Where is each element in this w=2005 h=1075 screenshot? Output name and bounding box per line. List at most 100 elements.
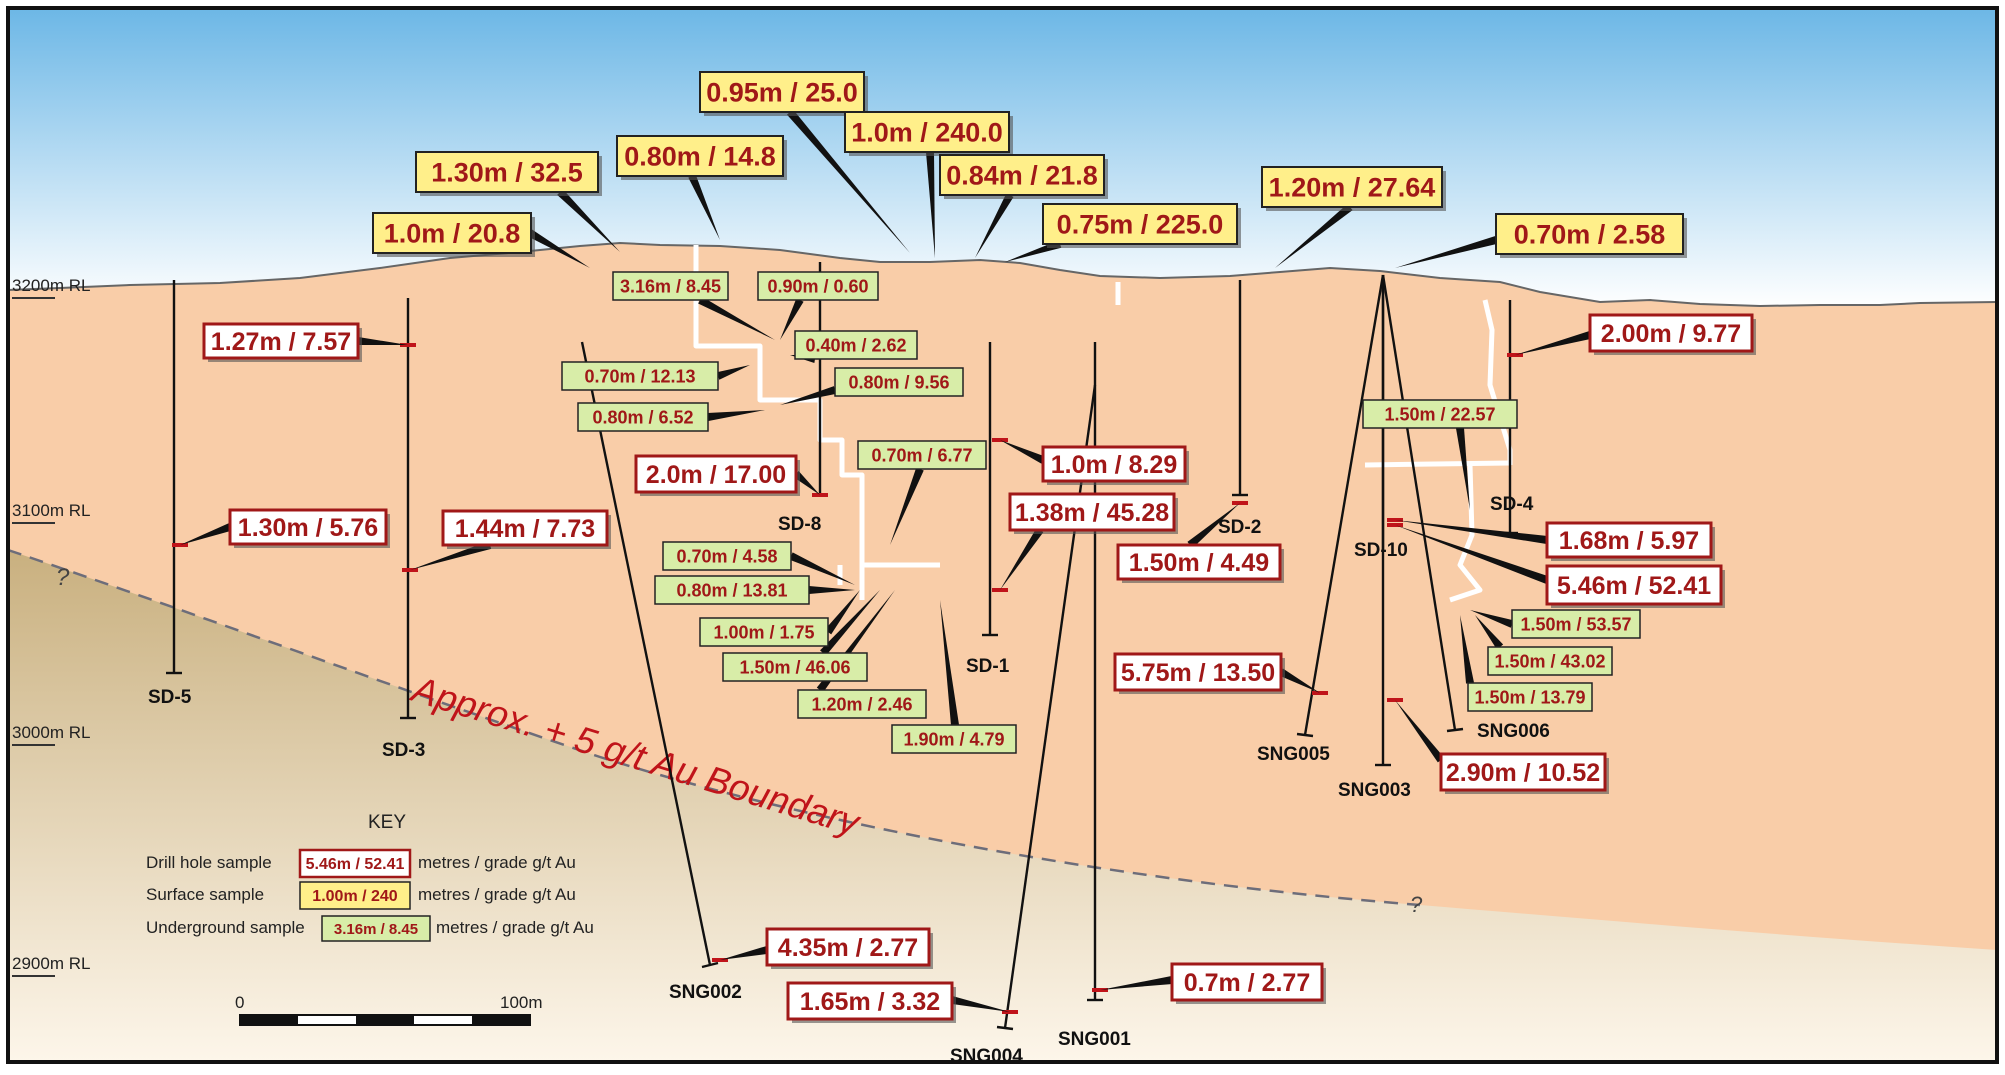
leader-line	[780, 386, 837, 405]
hole-label: SD-3	[382, 740, 425, 761]
callout-box	[372, 212, 532, 254]
leader-line	[789, 552, 855, 585]
callout-box	[634, 454, 798, 494]
callout-value: 1.44m / 7.73	[455, 515, 595, 543]
rl-label-3100: 3100m RL	[12, 501, 90, 520]
underground-sample-callout: 0.70m / 6.77	[857, 440, 987, 470]
leader-line	[698, 296, 775, 340]
callout-box	[794, 330, 918, 360]
leader-line	[180, 523, 232, 545]
key-underground-sample: 3.16m / 8.45	[334, 921, 418, 938]
leader-lines	[180, 109, 1592, 1012]
hole-label: SD-4	[1490, 494, 1534, 515]
callout-box	[699, 71, 865, 113]
callout-box	[1116, 543, 1282, 581]
drill-sample-callout: 5.75m / 13.50	[1113, 652, 1285, 694]
callout-box	[1113, 652, 1283, 692]
callout-box	[561, 361, 719, 391]
callout-value: 1.38m / 45.28	[1015, 499, 1169, 527]
leader-line	[716, 365, 750, 380]
drill-sample-callout: 1.27m / 7.57	[202, 322, 362, 362]
callout-box	[786, 981, 954, 1021]
callout-value: 1.27m / 7.57	[211, 328, 351, 356]
underground-sample-callout: 0.80m / 6.52	[577, 402, 709, 432]
callout-value: 1.65m / 3.32	[800, 988, 940, 1016]
callout-value: 1.50m / 4.49	[1129, 549, 1269, 577]
callout-box	[441, 509, 609, 547]
surface-sample-callout: 0.84m / 21.8	[939, 154, 1108, 199]
surface-sample-callout: 1.30m / 32.5	[415, 151, 602, 196]
drill-sample-callout: 1.44m / 7.73	[441, 509, 611, 549]
callout-box	[844, 111, 1010, 153]
key-title: KEY	[368, 812, 406, 833]
callout-box	[1588, 313, 1754, 353]
callout-value: 0.90m / 0.60	[767, 276, 868, 296]
leader-line	[975, 193, 1014, 258]
key-drill-sample: 5.46m / 52.41	[306, 856, 405, 873]
key-underground-swatch	[321, 915, 431, 942]
scale-end: 100m	[500, 993, 543, 1012]
leader-line	[557, 189, 620, 252]
drill-sample-callout: 0.7m / 2.77	[1170, 962, 1326, 1004]
callout-box	[577, 402, 709, 432]
leader-line	[1000, 527, 1044, 590]
callout-value: 1.20m / 2.46	[811, 694, 912, 714]
callout-value: 0.70m / 6.77	[871, 445, 972, 465]
callout-box	[1495, 213, 1684, 255]
leader-line	[890, 467, 924, 545]
figure-border	[6, 6, 1999, 1064]
callout-box	[1042, 203, 1238, 245]
callout-box	[891, 724, 1017, 754]
drill-sample-callout: 1.65m / 3.32	[786, 981, 956, 1023]
callout-value: 1.0m / 20.8	[384, 219, 521, 249]
leader-line	[1456, 427, 1470, 510]
leader-line	[1275, 203, 1353, 268]
key-row-desc: metres / grade g/t Au	[418, 885, 576, 904]
rl-label-3200: 3200m RL	[12, 276, 90, 295]
callout-box	[654, 575, 810, 605]
drill-sample-callout: 1.38m / 45.28	[1008, 492, 1178, 534]
leader-line	[824, 590, 860, 635]
callout-value: 1.20m / 27.64	[1269, 173, 1436, 203]
drill-sample-callout: 4.35m / 2.77	[765, 927, 933, 969]
underground-sample-callout: 3.16m / 8.45	[612, 271, 729, 301]
callout-box	[699, 617, 829, 647]
question-mark-right: ?	[1410, 892, 1423, 917]
surface-line	[7, 241, 1998, 308]
surface-sample-callout: 1.20m / 27.64	[1261, 166, 1446, 211]
leader-line	[809, 586, 855, 594]
leader-line	[688, 174, 720, 240]
underground-sample-callout: 0.70m / 12.13	[561, 361, 719, 391]
callout-value: 0.80m / 14.8	[624, 142, 776, 172]
callout-box	[757, 271, 879, 301]
hole-label: SD-10	[1354, 540, 1408, 561]
callout-box	[857, 440, 987, 470]
callout-value: 1.50m / 22.57	[1384, 404, 1495, 424]
surface-sample-callout: 0.70m / 2.58	[1495, 213, 1687, 258]
callout-value: 1.50m / 43.02	[1494, 651, 1605, 671]
hole-label: SNG005	[1257, 744, 1330, 765]
callout-value: 0.80m / 6.52	[592, 407, 693, 427]
key-surface-swatch	[299, 881, 411, 910]
callout-value: 1.30m / 32.5	[431, 158, 583, 188]
callout-value: 1.90m / 4.79	[903, 729, 1004, 749]
rl-label-3000: 3000m RL	[12, 723, 90, 742]
callout-value: 3.16m / 8.45	[620, 276, 721, 296]
surface-sample-callout: 0.95m / 25.0	[699, 71, 868, 116]
callout-box	[797, 689, 927, 719]
callout-value: 1.50m / 46.06	[739, 657, 850, 677]
leader-line	[780, 298, 804, 340]
hole-label: SNG006	[1477, 721, 1550, 742]
leader-line	[707, 410, 765, 421]
callout-value: 0.70m / 2.58	[1514, 220, 1666, 250]
callout-box	[1261, 166, 1443, 208]
sample-callouts: 0.95m / 25.01.0m / 240.00.80m / 14.81.30…	[202, 71, 1756, 1023]
leader-line	[1000, 440, 1045, 464]
callout-box	[1170, 962, 1324, 1002]
leader-line	[926, 151, 935, 258]
rl-levels: 3200m RL 3100m RL 3000m RL 2900m RL	[12, 276, 90, 977]
leader-line	[1475, 615, 1504, 650]
callout-box	[1439, 752, 1607, 792]
underground-sample-callout: 0.90m / 0.60	[757, 271, 879, 301]
